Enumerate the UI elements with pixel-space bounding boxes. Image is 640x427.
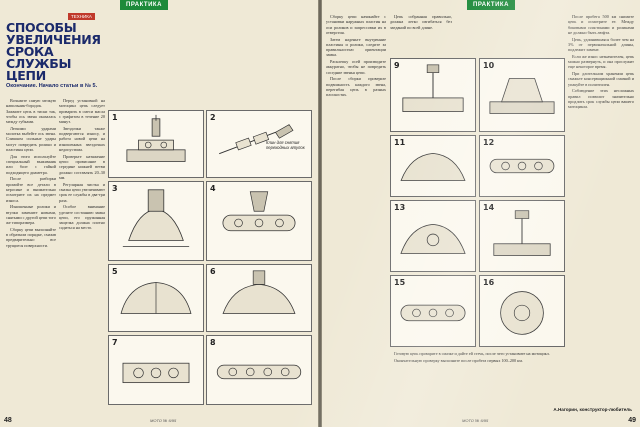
chain-removal-illustration: [122, 362, 190, 384]
section-ribbon: ПРАКТИКА: [467, 0, 515, 10]
article-paragraph: Цепь, удлинившаяся более чем на 3% от пе…: [568, 36, 634, 53]
panel-number: 16: [483, 278, 495, 287]
article-paragraph: Цепь собранная правильно, должна легко и…: [390, 14, 452, 30]
illustration-panel: 9: [390, 58, 476, 132]
page-footer: МОТО № 6/95: [462, 418, 489, 423]
article-headline: СПОСОБЫ УВЕЛИЧЕНИЯ СРОКА СЛУЖБЫ ЦЕПИ: [6, 20, 101, 83]
article-paragraph: Регулярная чистка и смазка цепи увеличив…: [59, 181, 105, 203]
illustration-panel: 15: [390, 275, 476, 347]
pin-press-illustration: [222, 270, 296, 314]
vise-hammer-illustration: [126, 114, 186, 162]
article-paragraph: Окончательную проверку выполните после п…: [394, 357, 523, 363]
article-paragraph: Соблюдение этих несложных правил позволи…: [568, 88, 634, 110]
chain-link-illustration: [222, 191, 296, 232]
article-paragraph: Звездочки также подвергаются износу, и р…: [59, 125, 105, 153]
right-text-column-2-bottom: Готовую цепь проварите в смазке и дайте …: [390, 351, 565, 407]
chain-tool-illustration: [219, 124, 294, 155]
article-paragraph: Если же износ незначителен, цепь можно р…: [568, 53, 634, 70]
left-text-column-1: Возьмите самую мелкую напильник-бородок.…: [6, 98, 56, 403]
article-paragraph: После пробега 500 км снимите цепь и осмо…: [568, 14, 634, 35]
illustration-panel: 2: [206, 110, 312, 178]
article-paragraph: Перед установкой на мотоцикл цепь следуе…: [59, 98, 105, 125]
panel-number: 9: [394, 61, 400, 70]
panel-number: 12: [483, 138, 495, 147]
illustration-panel: 11: [390, 135, 476, 197]
panel-number: 8: [210, 338, 216, 347]
panel-number: 14: [483, 203, 495, 212]
right-text-column-2: Цепь собранная правильно, должна легко и…: [390, 14, 452, 54]
illustration-panel: 8: [206, 335, 312, 405]
article-paragraph: После сборки проверьте подвижность каждо…: [326, 76, 386, 98]
rivet-illustration: [400, 223, 466, 254]
hammer-rivet-illustration: [493, 210, 551, 256]
article-paragraph: Сборку цепи выполняйте в обратном порядк…: [6, 226, 56, 248]
article-paragraph: Возьмите самую мелкую напильник-бородок.…: [6, 98, 56, 125]
panel-number: 11: [394, 138, 406, 147]
article-author: А.Нагорин, конструктор-любитель: [553, 407, 632, 413]
right-text-column-1: Сборку цепи начинайте с установки наружн…: [326, 14, 386, 404]
article-paragraph: Особое внимание уделите состоянию замка …: [59, 204, 105, 231]
illustration-panel: 6: [206, 264, 312, 332]
panel-number: 1: [112, 113, 118, 122]
illustration-panel: 16: [479, 275, 565, 347]
page-gutter: [318, 0, 322, 427]
vise-clamp-illustration: [489, 78, 555, 114]
plate-press-illustration: [400, 153, 466, 181]
panel-number: 5: [112, 267, 118, 276]
article-subhead: Окончание. Начало статьи в № 5.: [6, 83, 98, 89]
illustration-panel: 10: [479, 58, 565, 132]
panel-number: 10: [483, 61, 495, 70]
illustration-panel: 1: [108, 110, 204, 178]
article-paragraph: Затем наденьте внутренние пластины и рол…: [326, 36, 386, 58]
article-paragraph: Расклепку осей производите аккуратно, чт…: [326, 59, 386, 75]
article-paragraph: Легкими ударами молотка выбейте ось звен…: [6, 125, 56, 153]
illustration-panel: 4: [206, 181, 312, 261]
left-text-column-2: Перед установкой на мотоцикл цепь следуе…: [59, 98, 105, 403]
pin-install-illustration: [402, 64, 464, 112]
panel-number: 15: [394, 278, 406, 287]
article-paragraph: Готовую цепь проварите в смазке и дайте …: [394, 351, 550, 356]
panel-number: 2: [210, 113, 216, 122]
chain-segment-illustration: [400, 304, 466, 322]
article-paragraph: Проверьте натяжение цепи: провисание в с…: [59, 153, 105, 180]
illustration-panel: 7: [108, 335, 204, 405]
article-paragraph: При длительном хранении цепь смажьте кон…: [568, 71, 634, 87]
illustration-panel: 13: [390, 200, 476, 272]
illustration-panel: 12: [479, 135, 565, 197]
article-paragraph: Для этого используйте специальный выжимн…: [6, 153, 56, 175]
article-paragraph: Изношенные ролики и втулки замените новы…: [6, 204, 56, 226]
vise-illustration: [120, 282, 192, 314]
page-number: 48: [4, 417, 12, 424]
section-ribbon: ПРАКТИКА: [120, 0, 168, 10]
panel-number: 4: [210, 184, 216, 193]
chain-assembly-illustration: [216, 364, 302, 380]
article-paragraph: После разборки промойте все детали в кер…: [6, 176, 56, 203]
illustration-panel: 3: [108, 181, 204, 261]
panel-number: 7: [112, 338, 118, 347]
panel-number: 3: [112, 184, 118, 193]
chain-check-illustration: [489, 158, 555, 174]
page-number: 49: [628, 417, 636, 424]
illustration-panel: 14: [479, 200, 565, 272]
illustration-panel: 5: [108, 264, 204, 332]
right-text-column-3: После пробега 500 км снимите цепь и осмо…: [568, 14, 634, 354]
illustration-caption: Клин для снятия переходных втулок: [266, 140, 305, 150]
rubric-label: ТЕХНИКА: [68, 13, 95, 20]
panel-number: 6: [210, 267, 216, 276]
panel-number: 13: [394, 203, 406, 212]
article-paragraph: Сборку цепи начинайте с установки наружн…: [326, 14, 386, 35]
sprocket-illustration: [500, 291, 544, 335]
left-page: ПРАКТИКА ТЕХНИКА СПОСОБЫ УВЕЛИЧЕНИЯ СРОК…: [0, 0, 318, 427]
right-page: ПРАКТИКА Сборку цепи начинайте с установ…: [322, 0, 640, 427]
page-footer: МОТО № 6/95: [150, 418, 177, 423]
hand-press-illustration: [122, 189, 190, 247]
